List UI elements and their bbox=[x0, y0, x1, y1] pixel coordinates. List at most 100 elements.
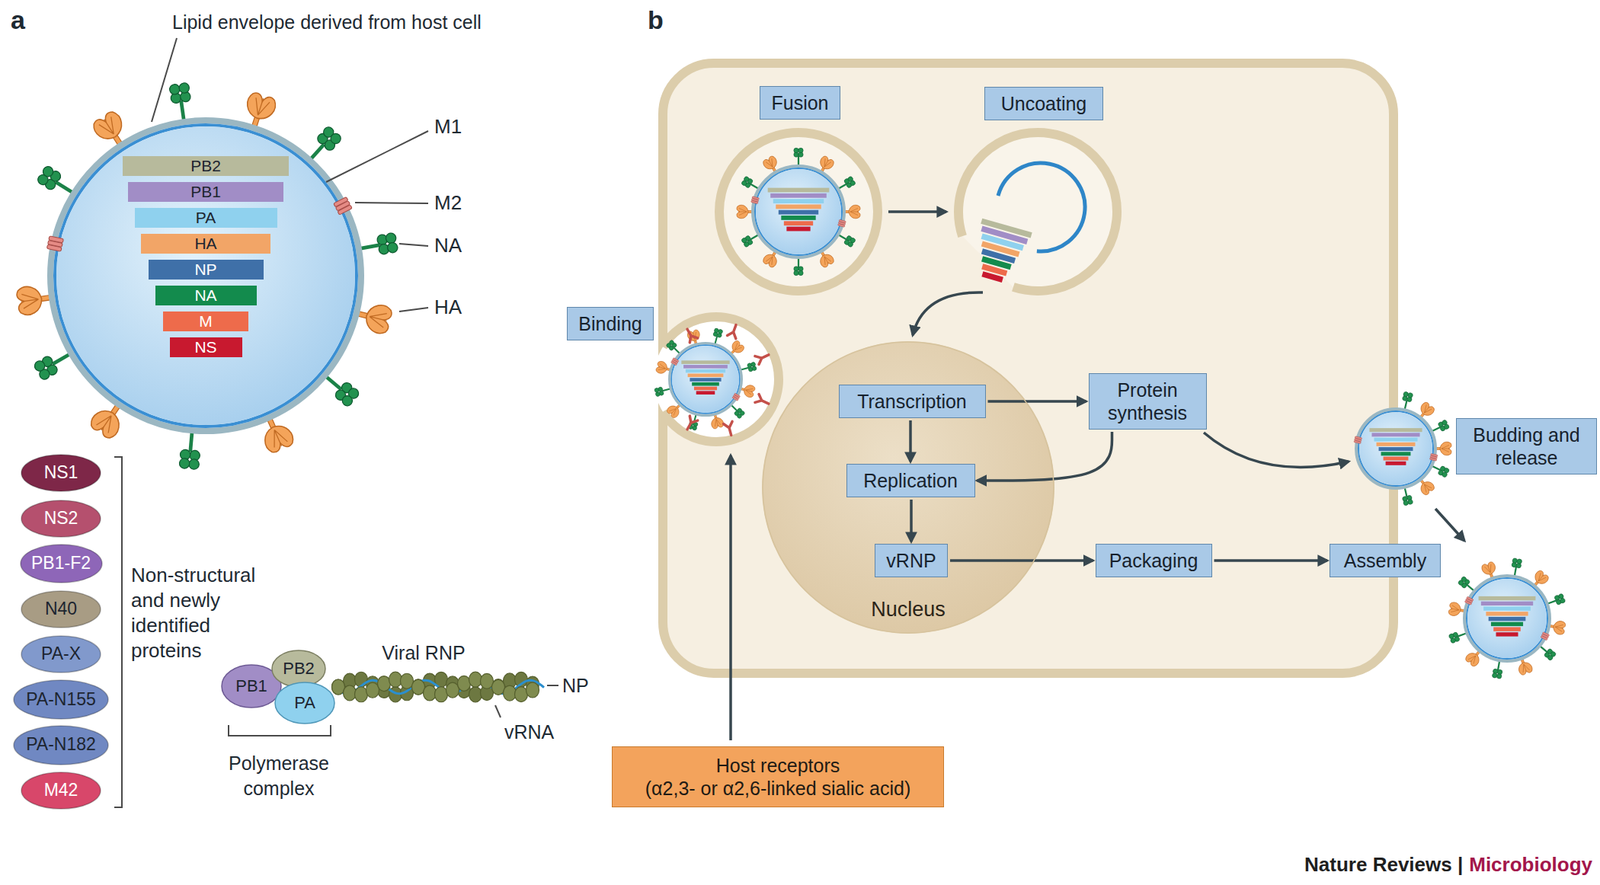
process-box: Assembly bbox=[1329, 544, 1441, 578]
neuraminidase-spike-part bbox=[1516, 559, 1523, 565]
neuraminidase-spike bbox=[1491, 660, 1504, 679]
label-anchor: b bbox=[647, 4, 664, 36]
neuraminidase-spike-part bbox=[328, 131, 343, 147]
nucleus-label: Nucleus bbox=[761, 597, 1055, 622]
hemagglutinin-spike-part bbox=[821, 255, 832, 266]
node-text: NS1 bbox=[44, 462, 79, 484]
hemagglutinin-spike-part bbox=[657, 363, 667, 372]
label-anchor: Microbiology bbox=[1468, 853, 1593, 877]
neuraminidase-spike-part bbox=[742, 176, 750, 183]
m2-channel-part bbox=[1540, 636, 1548, 641]
m2-channel-part bbox=[337, 204, 352, 215]
virus-illustrations bbox=[16, 82, 1566, 703]
neuraminidase-spike-part bbox=[1548, 600, 1557, 604]
node-text: M bbox=[198, 311, 213, 331]
neuraminidase-spike-part bbox=[838, 235, 847, 240]
lipid-envelope bbox=[1464, 576, 1550, 662]
flow-arrow bbox=[1214, 559, 1328, 563]
m2-channel bbox=[333, 197, 352, 216]
nucleoprotein-bead bbox=[343, 685, 357, 701]
sialic-acid-receptor bbox=[683, 326, 698, 343]
protein-oval: PB1-F2 bbox=[19, 544, 103, 584]
nucleus-fill bbox=[761, 341, 1055, 634]
node-text: vRNP bbox=[886, 549, 936, 573]
m2-channel bbox=[732, 393, 741, 401]
neuraminidase-spike-part bbox=[387, 241, 399, 253]
neuraminidase-spike bbox=[169, 82, 194, 122]
hemagglutinin-spike bbox=[736, 204, 753, 219]
hemagglutinin-spike-part bbox=[848, 204, 861, 219]
matrix-layer bbox=[54, 124, 357, 427]
process-box: vRNP bbox=[874, 544, 948, 578]
m2-channel bbox=[1464, 596, 1474, 605]
neuraminidase-spike-part bbox=[1540, 646, 1548, 653]
neuraminidase-spike-part bbox=[311, 144, 325, 159]
neuraminidase-spike-part bbox=[1512, 557, 1518, 564]
lipid-envelope bbox=[50, 120, 362, 432]
hemagglutinin-spike-part bbox=[1552, 620, 1567, 636]
protein-oval: NS2 bbox=[20, 499, 102, 538]
m2-channel bbox=[670, 358, 679, 366]
hemagglutinin-spike-part bbox=[765, 255, 776, 266]
protein-oval: M42 bbox=[20, 771, 102, 810]
bracket bbox=[228, 725, 331, 736]
virion-interior bbox=[672, 345, 740, 413]
oval-shape bbox=[21, 500, 101, 538]
node-text: Replication bbox=[863, 469, 958, 493]
neuraminidase-spike-part bbox=[1402, 500, 1409, 507]
neuraminidase-spike-part bbox=[361, 245, 381, 249]
receptor-pointer bbox=[729, 455, 733, 741]
sialic-acid-receptor-part bbox=[723, 421, 736, 437]
flow-arrow bbox=[909, 499, 913, 542]
neuraminidase-spike-part bbox=[1441, 471, 1448, 478]
callout-label: M2 bbox=[434, 191, 462, 215]
segment-stripe bbox=[775, 204, 821, 209]
neuraminidase-spike-part bbox=[190, 432, 192, 452]
node-text: Packaging bbox=[1109, 549, 1199, 573]
node-text: NA bbox=[194, 285, 217, 305]
neuraminidase-spike-part bbox=[740, 368, 749, 371]
leader-line bbox=[399, 307, 429, 312]
neuraminidase-spike-part bbox=[1432, 466, 1441, 471]
neuraminidase-spike-part bbox=[736, 412, 743, 420]
released-virion bbox=[1448, 557, 1567, 679]
segment-stripe bbox=[981, 271, 1004, 283]
node-text: (α2,3- or α2,6-linked sialic acid) bbox=[645, 777, 911, 800]
hemagglutinin-spike-part bbox=[1449, 605, 1460, 615]
neuraminidase-spike-part bbox=[1460, 576, 1468, 583]
hemagglutinin-spike-part bbox=[1421, 482, 1433, 493]
nucleoprotein-bead bbox=[469, 687, 483, 703]
nucleoprotein-bead bbox=[526, 682, 540, 698]
hemagglutinin-spike-part bbox=[1421, 404, 1433, 416]
hemagglutinin-spike-part bbox=[1464, 650, 1482, 669]
hemagglutinin-spike-part bbox=[1417, 400, 1436, 419]
segment-stripe bbox=[1381, 451, 1412, 456]
callout-label: NP bbox=[562, 674, 589, 698]
hemagglutinin-spike-part bbox=[713, 418, 721, 428]
matrix-layer bbox=[1358, 411, 1434, 487]
callout-label: HA bbox=[434, 295, 462, 320]
leader-line bbox=[495, 705, 501, 718]
nucleoprotein-bead bbox=[515, 687, 528, 703]
node-text: NP bbox=[194, 259, 217, 279]
nucleoprotein-bead bbox=[503, 685, 517, 701]
neuraminidase-spike bbox=[710, 328, 724, 346]
label-anchor: Viral RNP bbox=[381, 641, 465, 665]
m2-channel-part bbox=[1354, 436, 1362, 440]
segment-stripe bbox=[773, 198, 825, 204]
protein-oval: PA-X bbox=[20, 635, 102, 674]
bracket bbox=[114, 457, 122, 808]
hemagglutinin-spike-part bbox=[90, 108, 128, 144]
node-text: Host receptors bbox=[716, 754, 841, 778]
neuraminidase-spike-part bbox=[750, 184, 759, 189]
nucleoprotein-bead bbox=[446, 682, 460, 698]
neuraminidase-spike-part bbox=[188, 458, 199, 470]
m2-channel bbox=[1429, 453, 1438, 461]
segment-stripe bbox=[1481, 601, 1533, 606]
oval-shape bbox=[21, 591, 101, 628]
nucleoprotein-bead bbox=[366, 682, 380, 698]
neuraminidase-spike-part bbox=[1457, 633, 1466, 637]
neuraminidase-spike-part bbox=[1407, 392, 1414, 399]
